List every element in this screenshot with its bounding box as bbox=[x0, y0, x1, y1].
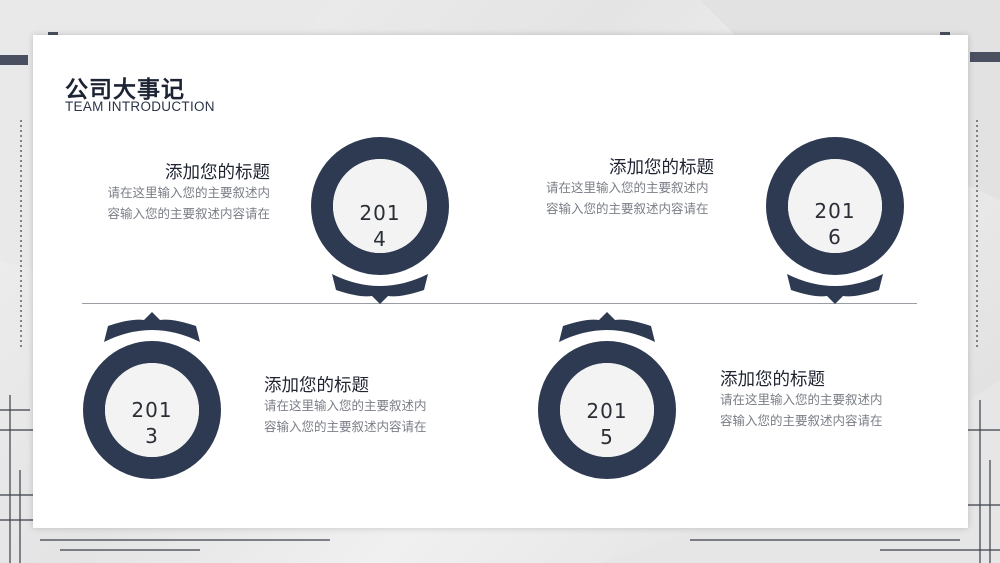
timeline-marker-2015: 201 5 bbox=[537, 305, 677, 480]
event-title: 添加您的标题 bbox=[609, 158, 714, 178]
event-description-line2: 容输入您的主要叙述内容请在 bbox=[546, 201, 709, 216]
event-title: 添加您的标题 bbox=[720, 370, 825, 390]
event-description-line1: 请在这里输入您的主要叙述内 bbox=[107, 185, 270, 200]
ring-marker-icon bbox=[83, 312, 221, 479]
year-label: 201 bbox=[814, 199, 856, 223]
timeline-marker-2014: 201 4 bbox=[310, 136, 450, 311]
event-description-line2: 容输入您的主要叙述内容请在 bbox=[107, 206, 270, 221]
year-label-line2: 5 bbox=[600, 425, 614, 449]
ring-marker-icon bbox=[311, 137, 449, 304]
event-description-line1: 请在这里输入您的主要叙述内 bbox=[546, 180, 709, 195]
timeline-marker-2016: 201 6 bbox=[765, 136, 905, 311]
ring-marker-icon bbox=[538, 312, 676, 479]
timeline-marker-2013: 201 3 bbox=[82, 305, 222, 480]
event-description-line2: 容输入您的主要叙述内容请在 bbox=[264, 419, 427, 434]
year-label-line2: 3 bbox=[145, 424, 159, 448]
event-description-line1: 请在这里输入您的主要叙述内 bbox=[720, 392, 883, 407]
page-title: 公司大事记 bbox=[65, 77, 185, 103]
year-label: 201 bbox=[131, 398, 173, 422]
timeline-divider bbox=[82, 303, 917, 304]
page-subtitle: TEAM INTRODUCTION bbox=[65, 99, 215, 114]
ring-marker-icon bbox=[766, 137, 904, 304]
year-label: 201 bbox=[359, 201, 401, 225]
year-label-line2: 4 bbox=[373, 227, 387, 251]
event-description-line1: 请在这里输入您的主要叙述内 bbox=[264, 398, 427, 413]
event-title: 添加您的标题 bbox=[264, 376, 369, 396]
year-label-line2: 6 bbox=[828, 225, 842, 249]
event-description-line2: 容输入您的主要叙述内容请在 bbox=[720, 413, 883, 428]
event-title: 添加您的标题 bbox=[165, 163, 270, 183]
year-label: 201 bbox=[586, 399, 628, 423]
